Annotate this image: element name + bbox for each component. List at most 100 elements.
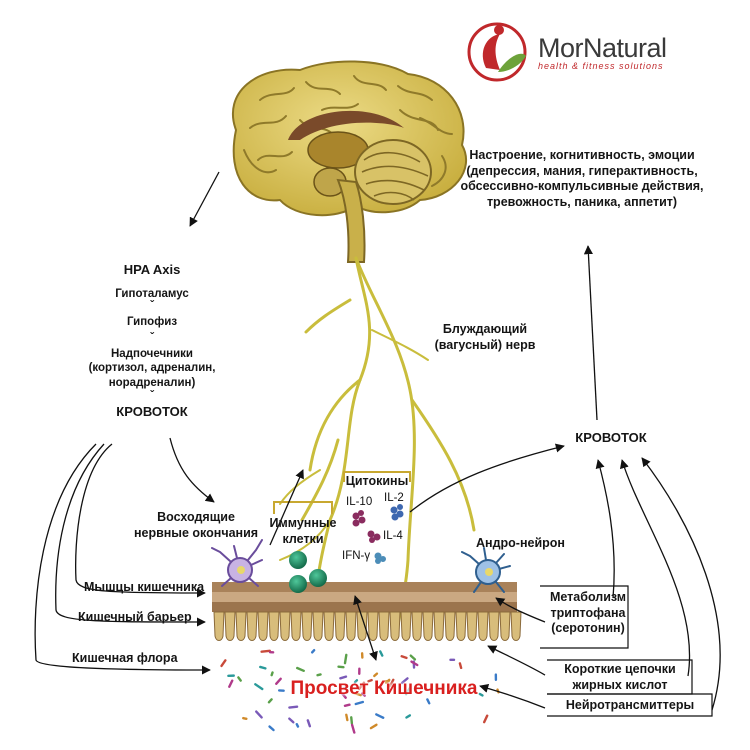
villus: [499, 611, 511, 641]
villus: [477, 611, 489, 641]
bacterium: [339, 675, 348, 680]
label-gut-barrier: Кишечный барьер: [78, 610, 192, 624]
bacterium: [337, 665, 345, 669]
bacterium: [458, 662, 463, 670]
bacterium: [400, 677, 409, 685]
afferent-label: Восходящие нервные окончания: [126, 510, 266, 541]
arrow-brain-to-hpa: [189, 171, 220, 227]
arrow-neurotransmitters: [479, 683, 546, 709]
hpa-step: Гипоталамус: [115, 288, 189, 301]
cytokine-il2: IL-2: [384, 492, 404, 504]
label-gut-flora: Кишечная флора: [72, 651, 178, 665]
logo-head-icon: [494, 25, 504, 35]
bacterium: [259, 665, 267, 670]
villus: [510, 611, 522, 641]
bacterium: [345, 713, 349, 722]
bacterium: [494, 673, 498, 681]
arrow-tryptophan-up: [595, 459, 615, 599]
bacterium: [316, 673, 322, 677]
villus: [224, 611, 236, 641]
immune-cells: [289, 551, 327, 593]
logo: [467, 22, 527, 82]
hpa-title: HPA Axis: [123, 262, 181, 277]
bacterium: [367, 678, 373, 683]
cytokine-molecules: [352, 504, 404, 564]
label-frames: [273, 471, 411, 514]
logo-tagline: health & fitness solutions: [538, 61, 664, 71]
bacterium: [410, 660, 419, 667]
villus: [433, 611, 445, 641]
immune-cells-label: Иммунные клетки: [266, 516, 340, 547]
villus: [488, 611, 500, 641]
villus: [455, 611, 467, 641]
brain-stem: [336, 178, 366, 263]
vagus-label: Блуждающий (вагусный) нерв: [420, 322, 550, 353]
lumen-title: Просвет Кишечника: [290, 678, 478, 699]
arrow-scfa-up: [620, 459, 691, 677]
arrow-bloodstream-to-mood: [583, 245, 598, 421]
villus: [411, 611, 423, 641]
brain-illustration: [231, 60, 468, 263]
bacterium: [404, 686, 412, 696]
bacterium: [295, 723, 300, 728]
immune-cells-frame: [273, 501, 333, 514]
bacterium: [288, 717, 295, 724]
immune-cells-line: Иммунные: [269, 516, 337, 530]
label-tryptophan-line: триптофана: [550, 605, 626, 620]
bacterium: [242, 716, 248, 720]
label-tryptophan-line: Метаболизм: [549, 590, 627, 604]
bacterium: [354, 700, 365, 706]
hpa-separator: ˇ: [150, 299, 154, 312]
immune-cell: [289, 551, 307, 569]
bacterium: [482, 714, 489, 724]
villus: [389, 611, 401, 641]
bacterium: [268, 650, 275, 654]
bacterium: [255, 710, 263, 719]
mood-effects-title: Настроение, когнитивность, эмоции: [469, 148, 695, 162]
villus: [312, 611, 324, 641]
villus: [367, 611, 379, 641]
bacterium: [375, 713, 385, 719]
corpus-callosum: [288, 110, 404, 140]
enteric-neuron: [461, 547, 511, 593]
hpa-hormones: норадреналин): [108, 376, 196, 389]
arrow-tryptophan: [495, 597, 546, 623]
bacterium: [277, 689, 285, 692]
bacterium: [384, 680, 390, 683]
villus: [345, 611, 357, 641]
bacterium: [310, 649, 316, 654]
cytokine-il10: IL-10: [346, 496, 373, 508]
bacterium: [369, 723, 378, 730]
bacterium: [275, 677, 282, 685]
logo-figure-icon: [482, 34, 500, 70]
arrow-neurotransmitters-up: [641, 457, 721, 711]
label-scfa: Короткие цепочки жирных кислот: [550, 662, 690, 693]
cytokines-title: Цитокины: [345, 474, 409, 488]
villus: [378, 611, 390, 641]
bacterium: [350, 723, 356, 734]
bacterium: [373, 672, 379, 678]
arrow-to-gut-flora: [34, 443, 211, 675]
arrow-bloodstream-to-afferent: [169, 437, 215, 503]
mood-effects: Настроение, когнитивность, эмоции (депре…: [432, 148, 732, 211]
bacterium: [358, 667, 361, 675]
bacterium: [478, 692, 484, 697]
hpa-separator: ˇ: [150, 332, 154, 344]
villus: [301, 611, 313, 641]
villus: [323, 611, 335, 641]
villus: [444, 611, 456, 641]
bacterium: [220, 659, 227, 668]
bacterium: [288, 705, 299, 709]
cytokine-ifn: IFN-γ: [342, 550, 371, 562]
bacterium: [405, 714, 412, 719]
bacterium: [342, 685, 349, 690]
bacterium: [361, 692, 366, 697]
bacterium: [343, 703, 351, 707]
immune-cells-line: клетки: [282, 531, 324, 546]
bacterium: [268, 725, 275, 732]
cerebellum: [354, 139, 432, 205]
bacterium: [350, 716, 354, 725]
logo-leaf-icon: [498, 53, 526, 72]
villus: [257, 611, 269, 641]
